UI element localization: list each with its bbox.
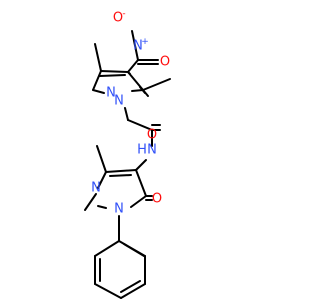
svg-text:O: O bbox=[113, 11, 123, 26]
svg-text:N: N bbox=[133, 39, 143, 54]
svg-text:O: O bbox=[147, 128, 157, 143]
molecule-structure: N + O - O N N O N H N N O bbox=[84, 9, 171, 299]
bond bbox=[124, 107, 129, 121]
bond bbox=[135, 159, 147, 171]
bond bbox=[92, 70, 102, 91]
atom-o-nitro-minus: O - bbox=[113, 9, 126, 26]
svg-text:-: - bbox=[122, 9, 125, 19]
bond bbox=[105, 169, 137, 173]
bond bbox=[84, 193, 97, 211]
atom-n-pyrazole-a-1: N bbox=[114, 94, 124, 109]
svg-text:H: H bbox=[137, 143, 147, 158]
svg-text:N: N bbox=[114, 94, 124, 109]
bond bbox=[109, 174, 132, 177]
svg-text:N: N bbox=[147, 143, 157, 158]
atom-o-ketone: O bbox=[152, 192, 162, 207]
bond bbox=[96, 145, 107, 173]
bond bbox=[99, 74, 126, 77]
atom-o-amide: O bbox=[147, 128, 157, 143]
atom-n-pyrazolone-1: N bbox=[91, 181, 101, 196]
svg-text:O: O bbox=[160, 55, 170, 70]
bond bbox=[100, 70, 129, 73]
bond bbox=[135, 169, 147, 197]
bond bbox=[127, 59, 139, 73]
bond bbox=[94, 43, 102, 72]
molecule-canvas: N + O - O N N O N H N N O bbox=[84, 9, 171, 299]
svg-text:+: + bbox=[141, 37, 149, 47]
bond bbox=[130, 195, 147, 208]
bond bbox=[131, 89, 144, 92]
bond bbox=[127, 119, 153, 131]
svg-text:N: N bbox=[91, 181, 101, 196]
bond bbox=[120, 280, 141, 293]
atom-n-nitro: N + bbox=[133, 37, 149, 54]
bond bbox=[94, 283, 122, 299]
bond bbox=[142, 78, 171, 91]
bond bbox=[120, 283, 146, 299]
svg-text:O: O bbox=[152, 192, 162, 207]
atom-n-pyrazole-a-2: N bbox=[106, 86, 116, 101]
atom-o-nitro-double: O bbox=[160, 55, 170, 70]
bond bbox=[92, 89, 105, 94]
svg-text:N: N bbox=[114, 202, 124, 217]
bonds bbox=[84, 30, 171, 299]
bond bbox=[131, 30, 139, 61]
bond bbox=[97, 205, 107, 209]
atom-n-pyrazolone-2: N bbox=[114, 202, 124, 217]
bond bbox=[97, 171, 107, 189]
bond bbox=[123, 243, 145, 257]
bond bbox=[94, 240, 120, 257]
atom-labels: N + O - O N N O N H N N O bbox=[91, 9, 170, 217]
svg-text:N: N bbox=[106, 86, 116, 101]
atom-n-amide: N H bbox=[137, 143, 157, 158]
